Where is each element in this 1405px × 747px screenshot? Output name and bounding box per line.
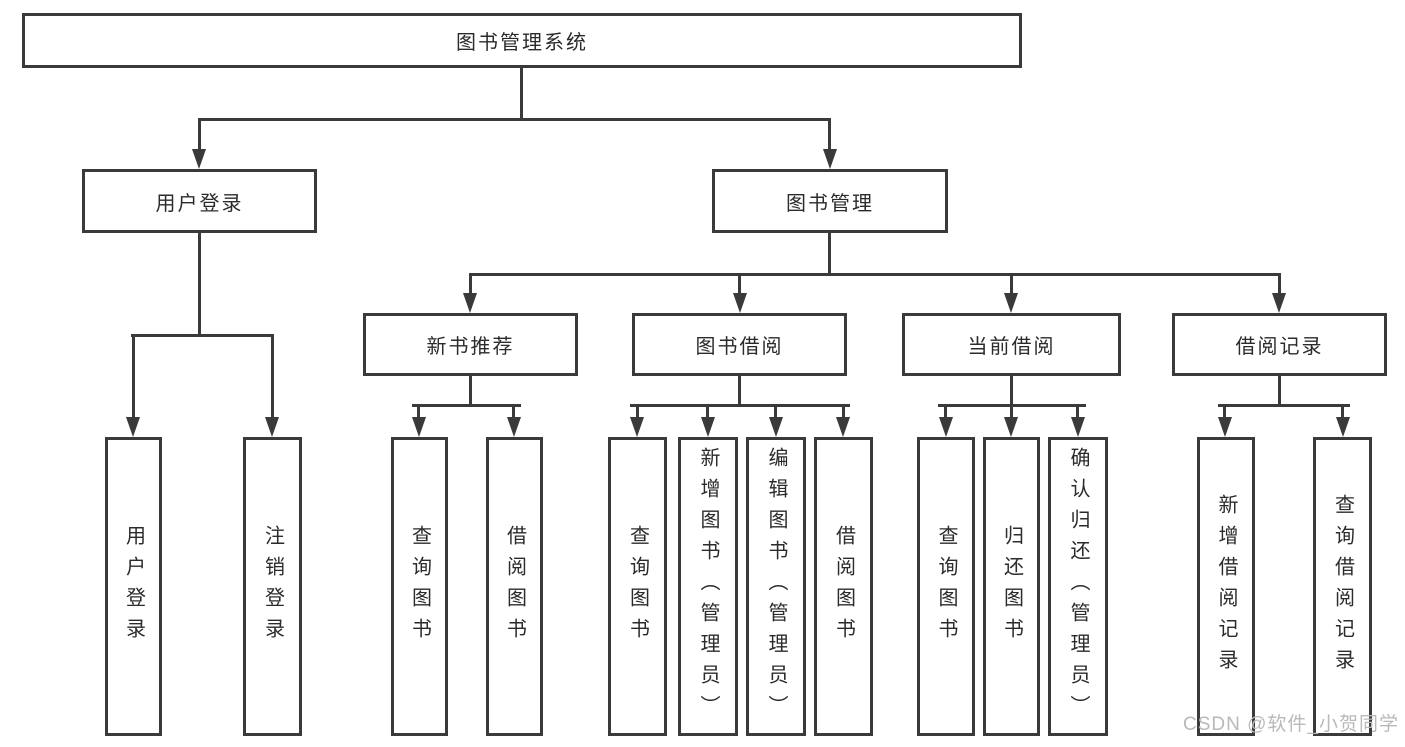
node-user-login: 用户登录 — [82, 169, 317, 233]
leaf-label: 查询图书 — [626, 524, 649, 649]
connector-line — [944, 404, 947, 420]
node-book-borrowing: 图书借阅 — [632, 313, 847, 376]
leaf-label: 编辑图书（管理员） — [765, 447, 787, 726]
connector-line — [469, 273, 472, 295]
connector-line — [412, 404, 521, 407]
connector-line — [271, 334, 274, 420]
connector-line — [1218, 404, 1350, 407]
connector-line — [636, 404, 639, 420]
arrow-down-icon — [836, 417, 850, 437]
leaf-label: 用户登录 — [122, 524, 145, 649]
connector-line — [132, 334, 135, 420]
leaf-logout: 注销登录 — [243, 437, 302, 736]
node-book-management: 图书管理 — [712, 169, 948, 233]
arrow-down-icon — [701, 417, 715, 437]
arrow-down-icon — [126, 417, 140, 437]
arrow-down-icon — [507, 417, 521, 437]
leaf-label: 归还图书 — [1000, 524, 1023, 649]
node-root-system: 图书管理系统 — [22, 13, 1022, 68]
leaf-add-book-admin: 新增图书（管理员） — [678, 437, 738, 736]
connector-line — [198, 118, 830, 121]
arrow-down-icon — [463, 293, 477, 313]
leaf-add-borrow-record: 新增借阅记录 — [1197, 437, 1255, 736]
connector-line — [1278, 273, 1281, 295]
node-label: 图书管理系统 — [456, 32, 588, 54]
arrow-down-icon — [412, 417, 426, 437]
connector-line — [738, 273, 741, 295]
connector-line — [1010, 273, 1013, 295]
leaf-user-login: 用户登录 — [105, 437, 162, 736]
leaf-label: 查询图书 — [935, 524, 957, 649]
connector-line — [774, 404, 777, 420]
connector-line — [1010, 376, 1013, 407]
arrow-down-icon — [1004, 293, 1018, 313]
arrow-down-icon — [1004, 417, 1018, 437]
arrow-down-icon — [769, 417, 783, 437]
arrow-down-icon — [939, 417, 953, 437]
connector-line — [520, 68, 523, 120]
leaf-borrow-books: 借阅图书 — [486, 437, 543, 736]
leaf-label: 注销登录 — [261, 524, 284, 649]
arrow-down-icon — [1218, 417, 1232, 437]
leaf-query-borrow-record: 查询借阅记录 — [1313, 437, 1372, 736]
connector-line — [828, 118, 831, 151]
leaf-confirm-return-admin: 确认归还（管理员） — [1048, 437, 1108, 736]
leaf-return-book: 归还图书 — [983, 437, 1040, 736]
leaf-query-books: 查询图书 — [391, 437, 448, 736]
node-label: 借阅记录 — [1235, 336, 1324, 358]
connector-line — [1278, 376, 1281, 407]
arrow-down-icon — [192, 149, 206, 169]
connector-line — [630, 404, 850, 407]
connector-line — [842, 404, 845, 420]
node-new-book-recommend: 新书推荐 — [363, 313, 578, 376]
leaf-label: 查询借阅记录 — [1331, 493, 1354, 680]
leaf-label: 借阅图书 — [832, 524, 855, 649]
node-label: 图书借阅 — [695, 336, 784, 358]
arrow-down-icon — [1336, 417, 1350, 437]
csdn-watermark: CSDN @软件_小贺同学 — [1183, 714, 1399, 735]
connector-line — [469, 273, 1280, 276]
leaf-query-books: 查询图书 — [917, 437, 975, 736]
arrow-down-icon — [630, 417, 644, 437]
connector-line — [131, 334, 274, 337]
node-label: 图书管理 — [786, 192, 874, 215]
connector-line — [417, 404, 420, 420]
node-label: 用户登录 — [155, 192, 244, 215]
leaf-borrow-books: 借阅图书 — [814, 437, 873, 736]
connector-line — [1076, 404, 1079, 420]
connector-line — [198, 118, 201, 151]
connector-line — [1010, 404, 1013, 420]
connector-line — [738, 376, 741, 407]
arrow-down-icon — [823, 149, 837, 169]
connector-line — [469, 376, 472, 407]
leaf-label: 新增借阅记录 — [1215, 493, 1237, 680]
connector-line — [512, 404, 515, 420]
node-label: 新书推荐 — [426, 336, 515, 358]
connector-line — [198, 232, 201, 336]
leaf-label: 确认归还（管理员） — [1067, 447, 1089, 726]
connector-line — [1223, 404, 1226, 420]
arrow-down-icon — [1272, 293, 1286, 313]
arrow-down-icon — [733, 293, 747, 313]
leaf-label: 新增图书（管理员） — [697, 447, 719, 726]
arrow-down-icon — [265, 417, 279, 437]
node-current-borrowing: 当前借阅 — [902, 313, 1121, 376]
leaf-label: 查询图书 — [408, 524, 431, 649]
leaf-query-books: 查询图书 — [608, 437, 667, 736]
leaf-edit-book-admin: 编辑图书（管理员） — [746, 437, 806, 736]
node-label: 当前借阅 — [967, 336, 1056, 358]
leaf-label: 借阅图书 — [503, 524, 526, 649]
connector-line — [706, 404, 709, 420]
connector-line — [828, 233, 831, 275]
node-borrowing-records: 借阅记录 — [1172, 313, 1387, 376]
connector-line — [1341, 404, 1344, 420]
arrow-down-icon — [1071, 417, 1085, 437]
